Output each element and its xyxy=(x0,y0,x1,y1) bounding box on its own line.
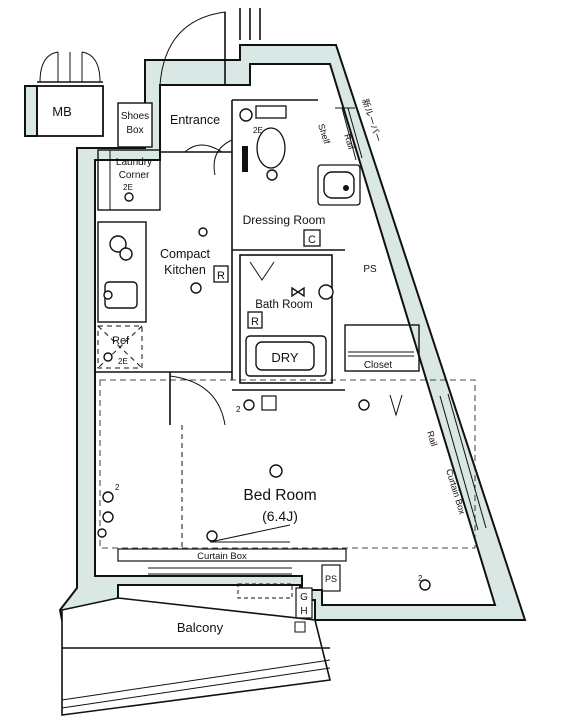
bed-room-size: (6.4J) xyxy=(262,508,298,524)
ps-small xyxy=(321,564,341,592)
svg-text:Shoes: Shoes xyxy=(121,111,149,122)
dry-label: DRY xyxy=(271,350,299,365)
svg-text:R: R xyxy=(251,316,259,328)
ps-label: PS xyxy=(363,264,377,275)
svg-text:2: 2 xyxy=(236,405,241,414)
svg-text:Laundry: Laundry xyxy=(116,157,152,168)
entrance-door xyxy=(159,11,226,86)
dressing-room-label: Dressing Room xyxy=(243,213,326,227)
ceiling-light-icon xyxy=(269,464,283,478)
svg-text:Curtain Box: Curtain Box xyxy=(197,551,247,562)
kitchen-label-2: Kitchen xyxy=(164,263,206,277)
laundry-corner xyxy=(97,149,161,211)
svg-text:H: H xyxy=(300,606,307,617)
svg-text:Shelf: Shelf xyxy=(316,123,332,146)
svg-text:2E: 2E xyxy=(123,183,133,192)
closet xyxy=(344,324,420,372)
bed-room-label: Bed Room xyxy=(243,487,316,504)
ref-space xyxy=(97,325,143,369)
balcony-label: Balcony xyxy=(177,620,224,635)
bath-room-label: Bath Room xyxy=(255,299,313,311)
svg-text:Closet: Closet xyxy=(364,360,393,371)
svg-text:PS: PS xyxy=(325,574,337,584)
svg-text:2: 2 xyxy=(115,483,120,492)
bed-room-outline xyxy=(99,379,476,549)
svg-text:Ref: Ref xyxy=(112,335,130,347)
svg-text:Rail: Rail xyxy=(342,133,356,151)
svg-text:Corner: Corner xyxy=(119,170,150,181)
mb-label: MB xyxy=(52,104,72,119)
svg-text:Box: Box xyxy=(126,125,143,136)
toilet xyxy=(255,105,287,119)
curtain-box-bottom xyxy=(117,548,347,562)
svg-text:Rail: Rail xyxy=(425,430,439,448)
svg-text:G: G xyxy=(300,592,308,603)
svg-text:R: R xyxy=(217,270,225,282)
svg-text:2: 2 xyxy=(418,574,423,583)
svg-text:2E: 2E xyxy=(253,126,263,135)
kitchen-label-1: Compact xyxy=(160,247,211,261)
balcony xyxy=(61,597,331,716)
svg-text:C: C xyxy=(308,234,316,246)
shoes-box xyxy=(117,102,153,148)
entrance-label: Entrance xyxy=(170,113,220,127)
svg-text:2E: 2E xyxy=(118,357,128,366)
bath-room xyxy=(239,254,333,384)
